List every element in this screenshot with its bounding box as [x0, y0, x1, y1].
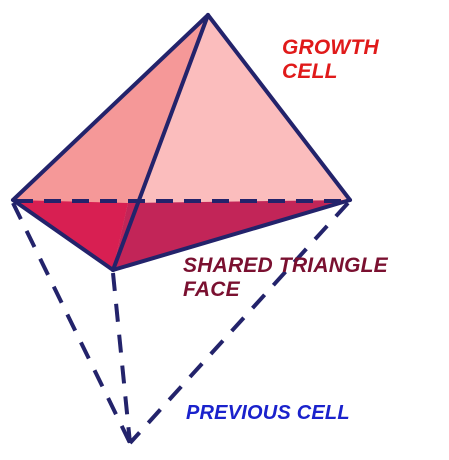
shared-triangle-face-label: SHARED TRIANGLE FACE	[183, 254, 388, 301]
edge-base-left	[11, 198, 115, 272]
edge-apex-left	[11, 13, 210, 202]
edge-base-right	[111, 198, 352, 272]
edge-apex-front	[111, 13, 210, 272]
previous-edge-front	[111, 272, 132, 444]
edge-apex-right	[206, 13, 352, 202]
previous-cell-edges	[11, 201, 350, 445]
growth-cell-edges	[11, 13, 352, 272]
previous-cell-label: PREVIOUS CELL	[186, 402, 350, 424]
previous-edge-left	[11, 202, 132, 444]
previous-edge-right	[128, 201, 350, 445]
growth-cell-label: GROWTH CELL	[282, 36, 379, 83]
shared-face-left-half	[13, 200, 128, 270]
